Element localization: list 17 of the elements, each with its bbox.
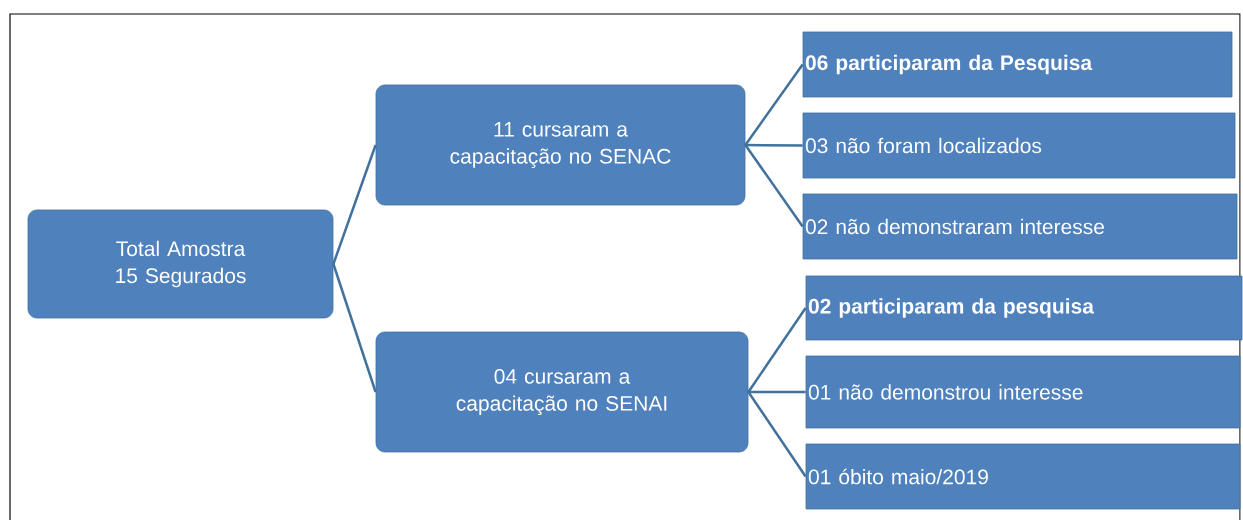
branch-box: 11 cursaram a capacitação no SENAC: [375, 84, 746, 206]
root-box: Total Amostra 15 Segurados: [27, 209, 334, 319]
connector-line: [744, 63, 804, 146]
result-box: 06 participaram da Pesquisa: [802, 31, 1233, 98]
result-box: 02 participaram da pesquisa: [805, 275, 1243, 341]
connector-line: [332, 263, 377, 393]
connector-line: [747, 307, 807, 393]
result-box: 02 não demonstraram interesse: [802, 193, 1238, 260]
connector-line: [332, 144, 377, 265]
connector-line: [744, 144, 804, 228]
branch-box: 04 cursaram a capacitação no SENAI: [375, 331, 749, 453]
result-box: 01 não demonstrou interesse: [805, 355, 1241, 429]
result-box: 03 não foram localizados: [802, 112, 1236, 179]
connector-line: [745, 143, 803, 147]
connector-line: [747, 391, 807, 478]
connector-line: [748, 390, 806, 394]
result-box: 01 óbito maio/2019: [805, 443, 1241, 510]
